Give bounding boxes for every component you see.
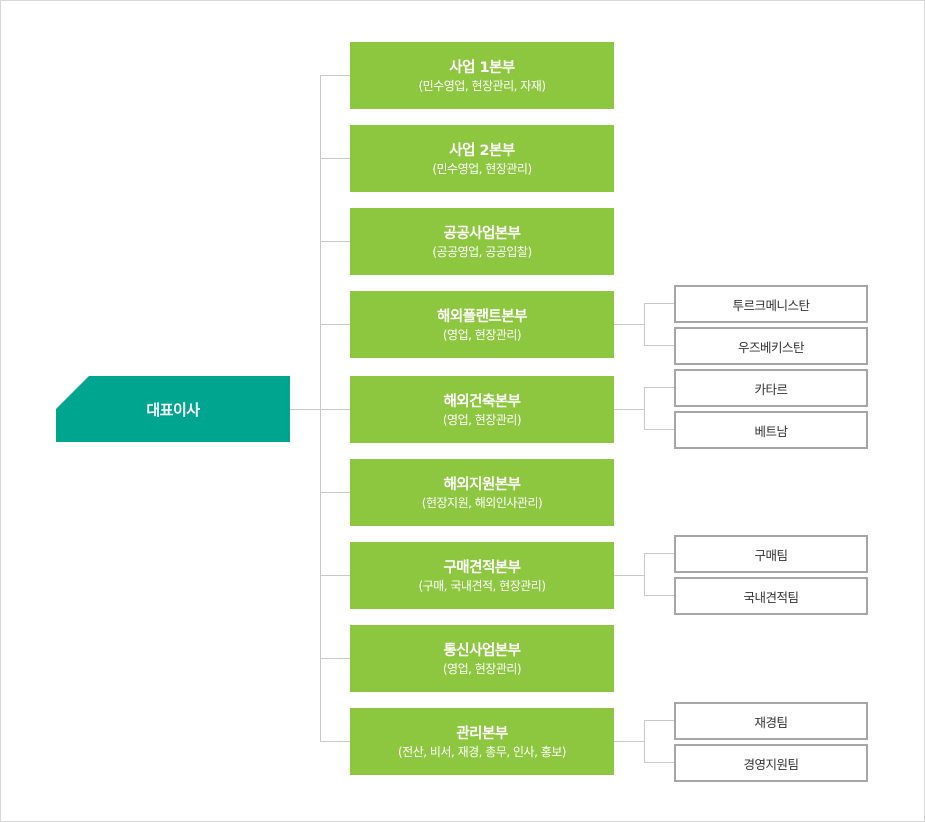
- department-duties: (구매, 국내견적, 현장관리): [418, 578, 546, 593]
- connector-team-d8-a: [644, 720, 674, 721]
- team-label: 경영지원팀: [743, 756, 799, 772]
- department-duties: (영업, 현장관리): [442, 661, 522, 676]
- team-label: 베트남: [754, 423, 788, 439]
- connector-branch-d3: [320, 324, 350, 325]
- department-duties: (민수영업, 현장관리): [432, 161, 532, 176]
- department-box: 해외플랜트본부 (영업, 현장관리): [350, 291, 614, 358]
- connector-team-d8-b: [644, 762, 674, 763]
- connector-team-d3-stem: [614, 324, 645, 325]
- connector-branch-d7: [320, 658, 350, 659]
- ceo-box: 대표이사: [56, 376, 290, 442]
- team-box: 베트남: [674, 411, 868, 449]
- connector-branch-d8: [320, 741, 350, 742]
- connector-team-d4-a: [644, 387, 674, 388]
- team-label: 카타르: [754, 381, 788, 397]
- department-duties: (영업, 현장관리): [442, 327, 522, 342]
- connector-team-d8-vertical: [644, 720, 645, 763]
- ceo-label: 대표이사: [146, 400, 200, 419]
- department-name: 구매견적본부: [443, 559, 521, 576]
- department-name: 해외지원본부: [443, 476, 521, 493]
- connector-trunk: [320, 75, 321, 741]
- connector-team-d4-b: [644, 429, 674, 430]
- connector-team-d3-vertical: [644, 303, 645, 346]
- connector-team-d3-a: [644, 303, 674, 304]
- connector-team-d6-b: [644, 595, 674, 596]
- connector-branch-d2: [320, 241, 350, 242]
- connector-branch-d6: [320, 575, 350, 576]
- department-box: 해외지원본부 (현장지원, 해외인사관리): [350, 459, 614, 526]
- team-box: 투르크메니스탄: [674, 285, 868, 323]
- department-duties: (현장지원, 해외인사관리): [421, 495, 543, 510]
- department-box: 공공사업본부 (공공영업, 공공입찰): [350, 208, 614, 275]
- connector-team-d6-stem: [614, 575, 645, 576]
- department-name: 사업 1본부: [449, 59, 515, 76]
- team-box: 재경팀: [674, 702, 868, 740]
- department-box: 해외건축본부 (영업, 현장관리): [350, 376, 614, 443]
- department-box: 관리본부 (전산, 비서, 재경, 총무, 인사, 홍보): [350, 708, 614, 775]
- department-name: 관리본부: [456, 725, 508, 742]
- department-box: 구매견적본부 (구매, 국내견적, 현장관리): [350, 542, 614, 609]
- connector-team-d6-a: [644, 553, 674, 554]
- team-label: 우즈베키스탄: [737, 339, 805, 355]
- department-name: 통신사업본부: [443, 642, 521, 659]
- department-name: 해외플랜트본부: [437, 308, 527, 325]
- department-box: 통신사업본부 (영업, 현장관리): [350, 625, 614, 692]
- connector-ceo-trunk: [290, 409, 321, 410]
- team-label: 구매팀: [754, 547, 788, 563]
- team-label: 국내견적팀: [743, 589, 799, 605]
- department-duties: (전산, 비서, 재경, 총무, 인사, 홍보): [398, 744, 567, 759]
- connector-branch-d0: [320, 75, 350, 76]
- connector-team-d8-stem: [614, 741, 645, 742]
- team-box: 경영지원팀: [674, 744, 868, 782]
- department-box: 사업 2본부 (민수영업, 현장관리): [350, 125, 614, 192]
- department-box: 사업 1본부 (민수영업, 현장관리, 자재): [350, 42, 614, 109]
- connector-branch-d1: [320, 158, 350, 159]
- team-box: 카타르: [674, 369, 868, 407]
- connector-team-d4-vertical: [644, 387, 645, 430]
- team-box: 국내견적팀: [674, 577, 868, 615]
- department-name: 사업 2본부: [449, 142, 515, 159]
- department-duties: (민수영업, 현장관리, 자재): [418, 78, 546, 93]
- team-label: 투르크메니스탄: [732, 297, 810, 313]
- connector-branch-d5: [320, 492, 350, 493]
- connector-team-d3-b: [644, 345, 674, 346]
- connector-branch-d4: [320, 409, 350, 410]
- department-name: 해외건축본부: [443, 393, 521, 410]
- department-duties: (영업, 현장관리): [442, 412, 522, 427]
- connector-team-d4-stem: [614, 409, 645, 410]
- team-label: 재경팀: [754, 714, 788, 730]
- connector-team-d6-vertical: [644, 553, 645, 596]
- department-name: 공공사업본부: [443, 225, 521, 242]
- department-duties: (공공영업, 공공입찰): [432, 244, 532, 259]
- team-box: 구매팀: [674, 535, 868, 573]
- team-box: 우즈베키스탄: [674, 327, 868, 365]
